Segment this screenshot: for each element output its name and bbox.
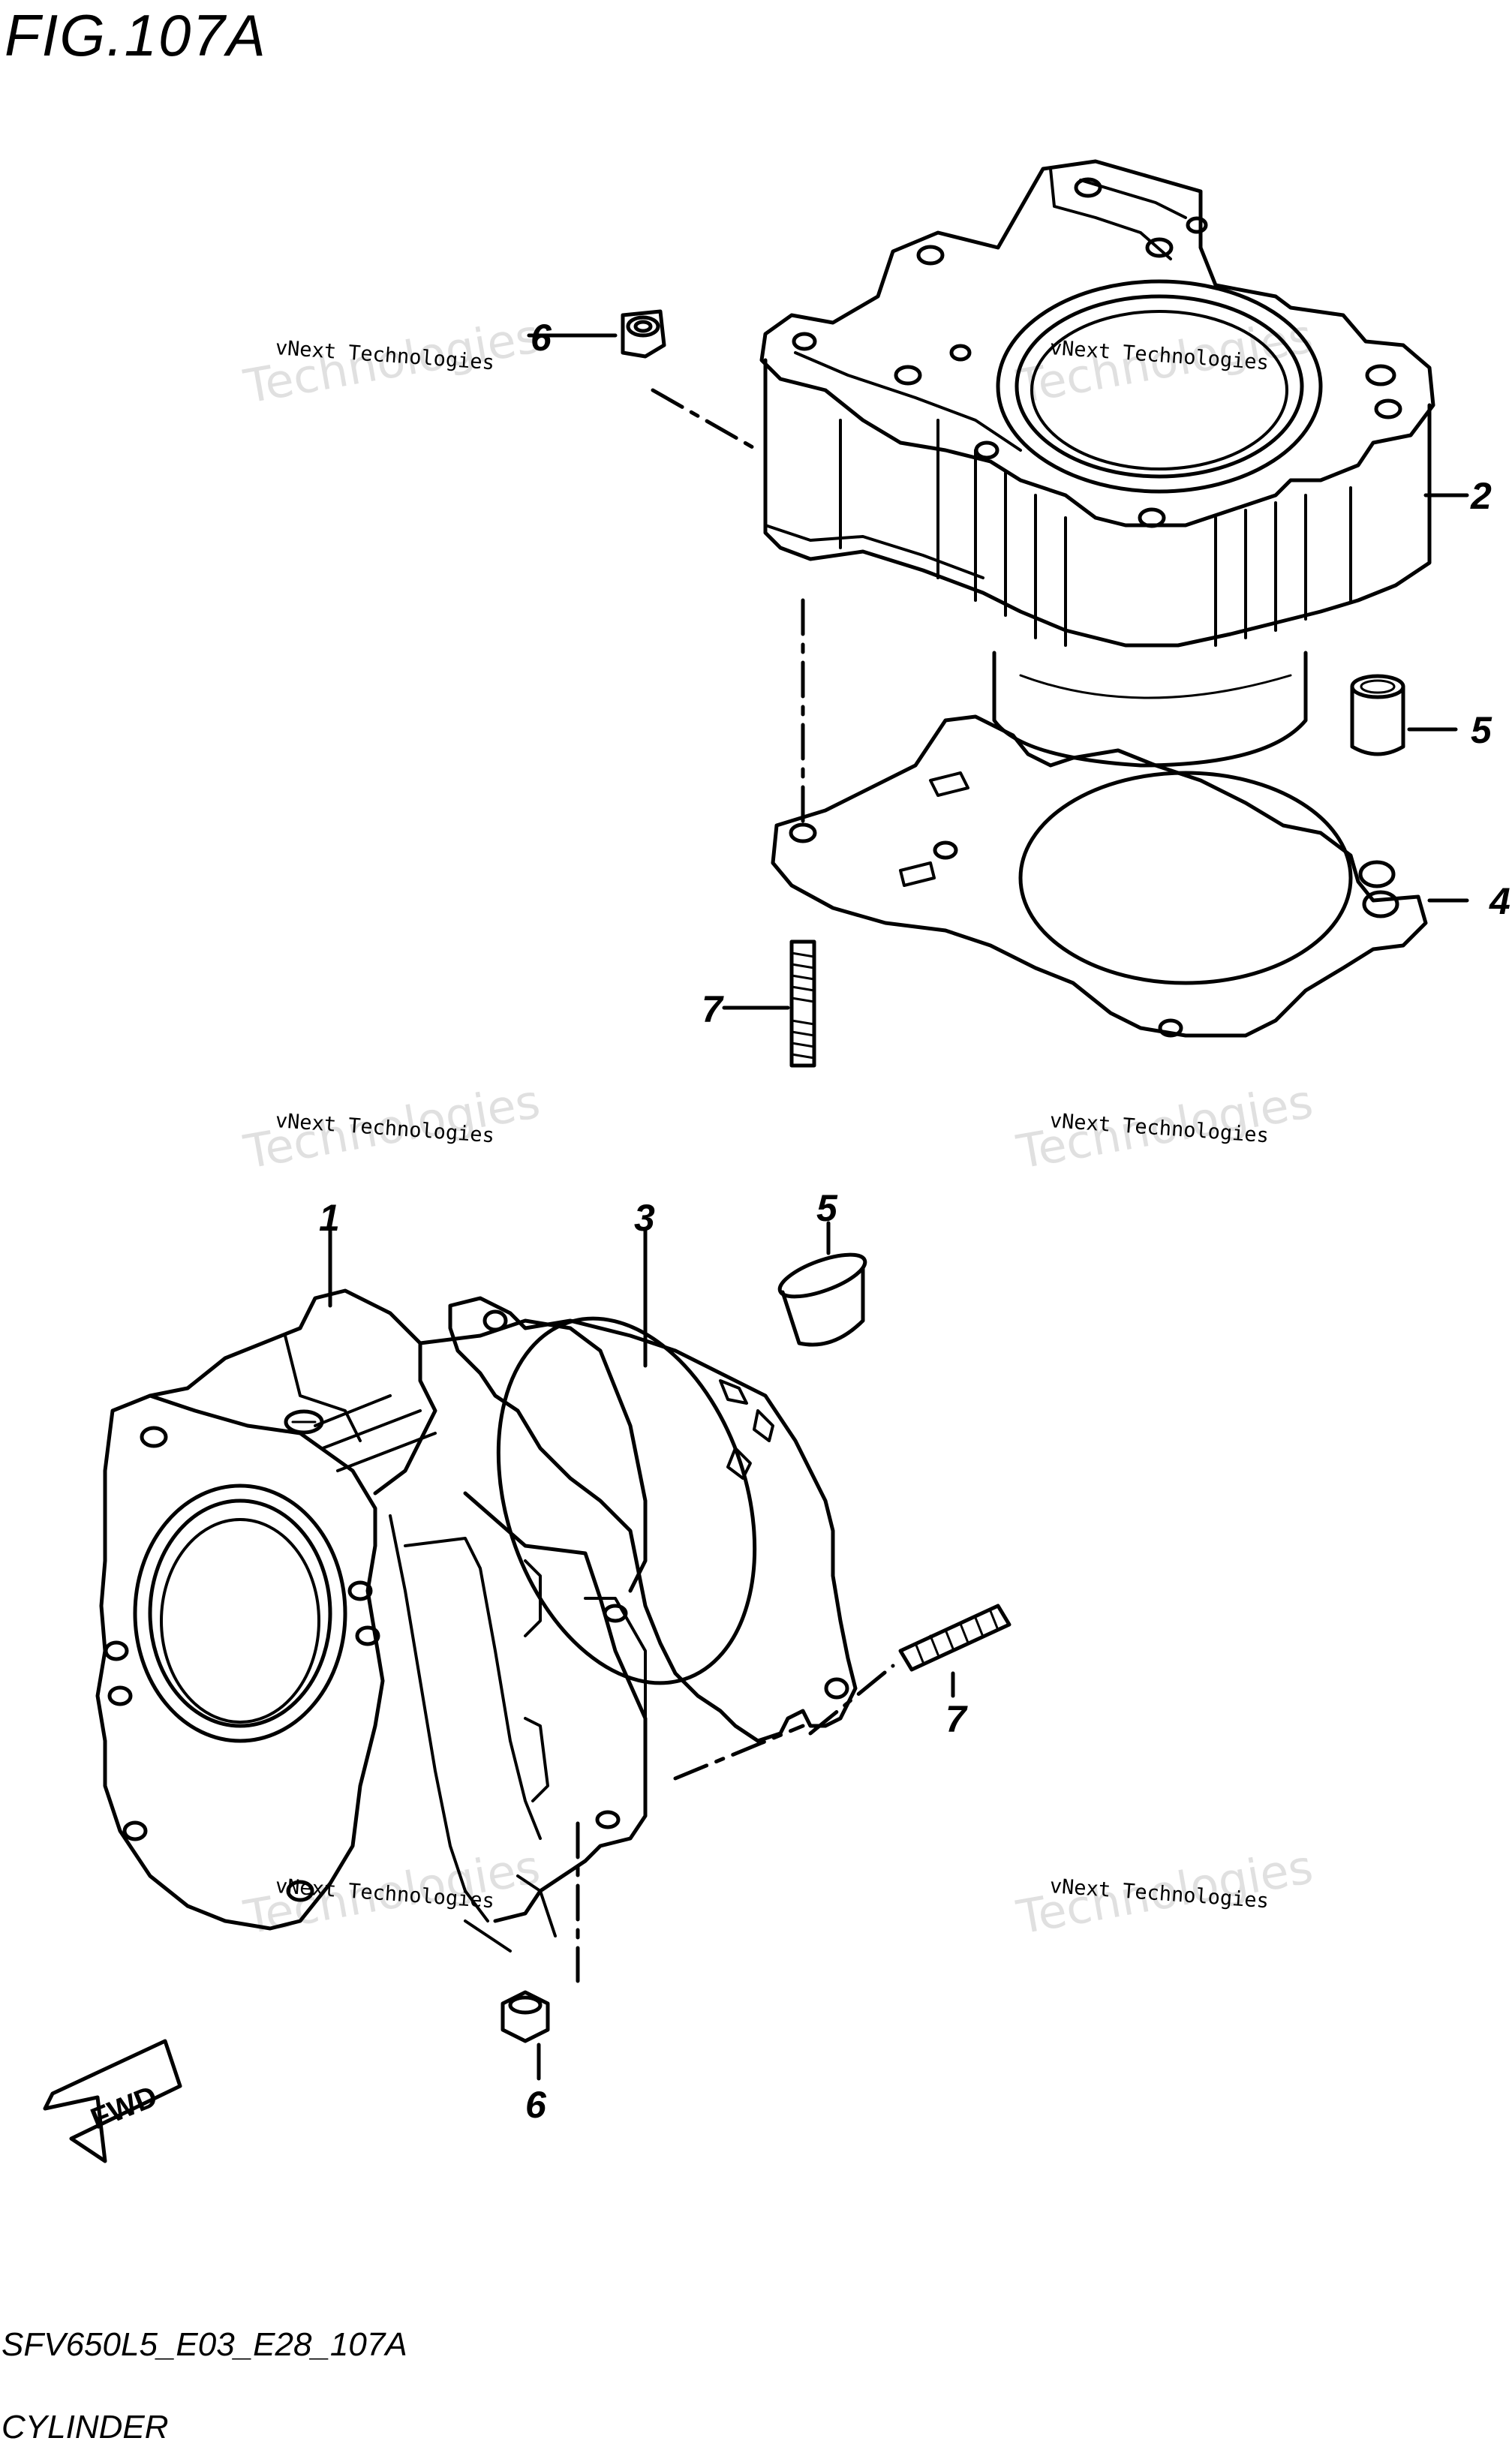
upper-nut-part [621, 309, 666, 359]
callout-7-lower: 7 [945, 1698, 968, 1740]
upper-nut-leader [651, 388, 760, 452]
callout-6-upper: 6 [531, 317, 552, 359]
upper-gasket-part [771, 714, 1428, 1038]
upper-cylinder-part [759, 159, 1435, 768]
callout-5-upper: 5 [1471, 709, 1492, 751]
lower-gasket-leader [673, 1724, 805, 1781]
callout-4: 4 [1489, 880, 1510, 922]
callout-3: 3 [634, 1197, 655, 1239]
callout-5-lower: 5 [816, 1187, 838, 1229]
fwd-label: FWD [86, 2079, 162, 2136]
figure-code: SFV650L5_E03_E28_107A [2, 2326, 407, 2363]
lower-nut-part [500, 1990, 550, 2043]
lower-dowel-part [777, 1252, 867, 1347]
callout-2: 2 [1470, 475, 1492, 517]
lower-gasket-part [448, 1296, 858, 1743]
figure-title: FIG.107A [5, 2, 267, 68]
callout-1: 1 [319, 1197, 340, 1239]
callout-6-lower: 6 [525, 2084, 547, 2126]
callout-7-upper: 7 [702, 988, 724, 1030]
figure-name: CYLINDER [2, 2409, 169, 2445]
lower-stud-leader [808, 1664, 895, 1736]
upper-dowel-part [1350, 674, 1405, 756]
fwd-arrow-icon [43, 2039, 182, 2163]
lower-cylinder-part [95, 1288, 648, 1952]
upper-stud-part [789, 939, 816, 1068]
lower-stud-part [898, 1604, 1012, 1672]
